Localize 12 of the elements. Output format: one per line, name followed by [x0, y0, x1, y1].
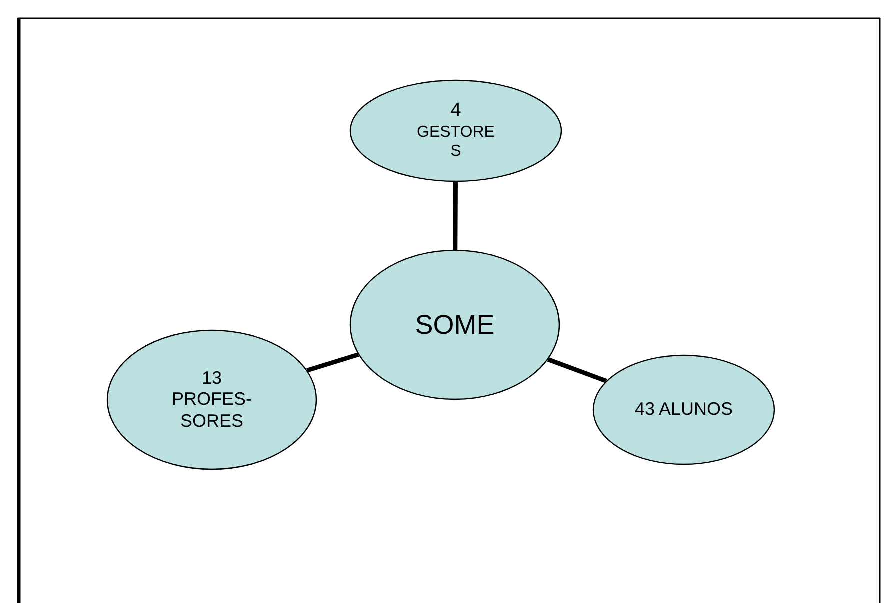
ellipse-node	[107, 330, 317, 470]
connector-line	[306, 352, 360, 373]
node-label: SOME	[415, 308, 495, 342]
connector-line	[547, 357, 608, 384]
node-label: 43 ALUNOS	[634, 399, 734, 421]
ellipse-node	[593, 355, 775, 465]
node-label: 13 PROFES- SORES	[170, 368, 253, 432]
node-label: 4	[450, 100, 462, 124]
ellipse-node	[350, 250, 560, 400]
connector-line	[453, 182, 458, 250]
ellipse-node	[350, 80, 562, 182]
node-label: GESTORE S	[416, 123, 496, 162]
